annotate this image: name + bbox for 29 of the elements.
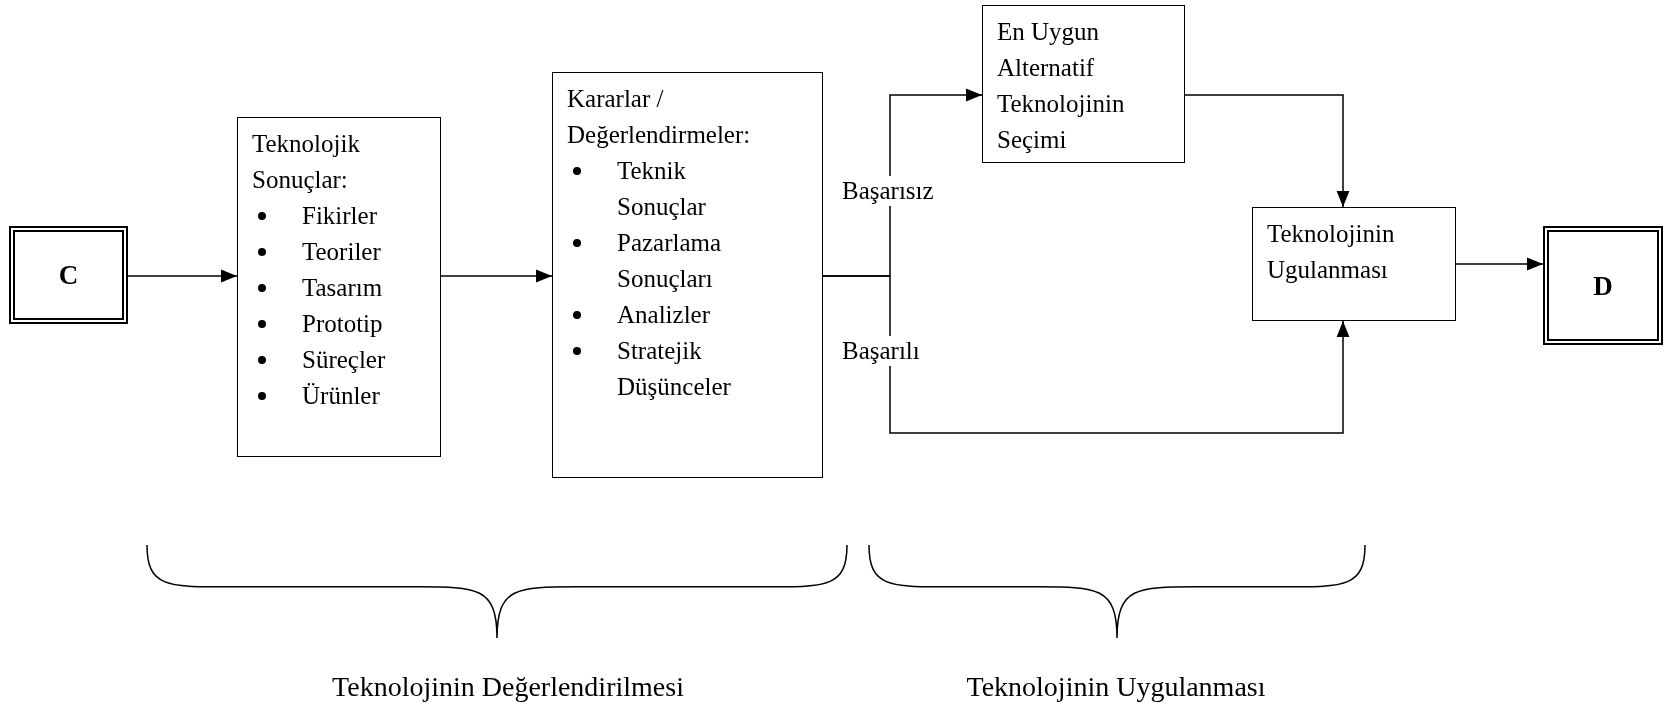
arrow [440, 269, 553, 283]
terminal-label: D [1593, 269, 1613, 303]
arrow [822, 275, 1350, 434]
process-box [552, 72, 823, 478]
process-box [237, 117, 441, 457]
terminal-box [1543, 226, 1663, 345]
list-item: Pazarlama Sonuçları [617, 228, 723, 294]
terminal-label: C [58, 259, 79, 292]
edge-label: Başarısız [842, 176, 934, 206]
list-item: Ürünler [302, 381, 381, 411]
list-item: Süreçler [302, 345, 387, 375]
box-heading: Teknolojik Sonuçlar: [252, 129, 361, 195]
list-item: Teoriler [302, 237, 382, 267]
list-item: Stratejik Düşünceler [617, 336, 732, 402]
list-item: Fikirler [302, 201, 378, 231]
list-item: Analizler [617, 300, 711, 330]
process-box [1252, 207, 1456, 321]
terminal-box [9, 226, 128, 324]
process-box [982, 5, 1185, 163]
list-item: Teknik Sonuçlar [617, 156, 707, 222]
arrow [1184, 94, 1350, 208]
box-text: En Uygun Alternatif Teknolojinin Seçimi [997, 17, 1126, 155]
box-heading: Kararlar / Değerlendirmeler: [567, 84, 752, 150]
arrow [1455, 257, 1544, 271]
arrow [127, 269, 238, 283]
list-item: Prototip [302, 309, 384, 339]
list-item: Tasarım [302, 273, 384, 303]
edge-label: Başarılı [842, 336, 920, 366]
box-text: Teknolojinin Ugulanması [1267, 219, 1396, 285]
